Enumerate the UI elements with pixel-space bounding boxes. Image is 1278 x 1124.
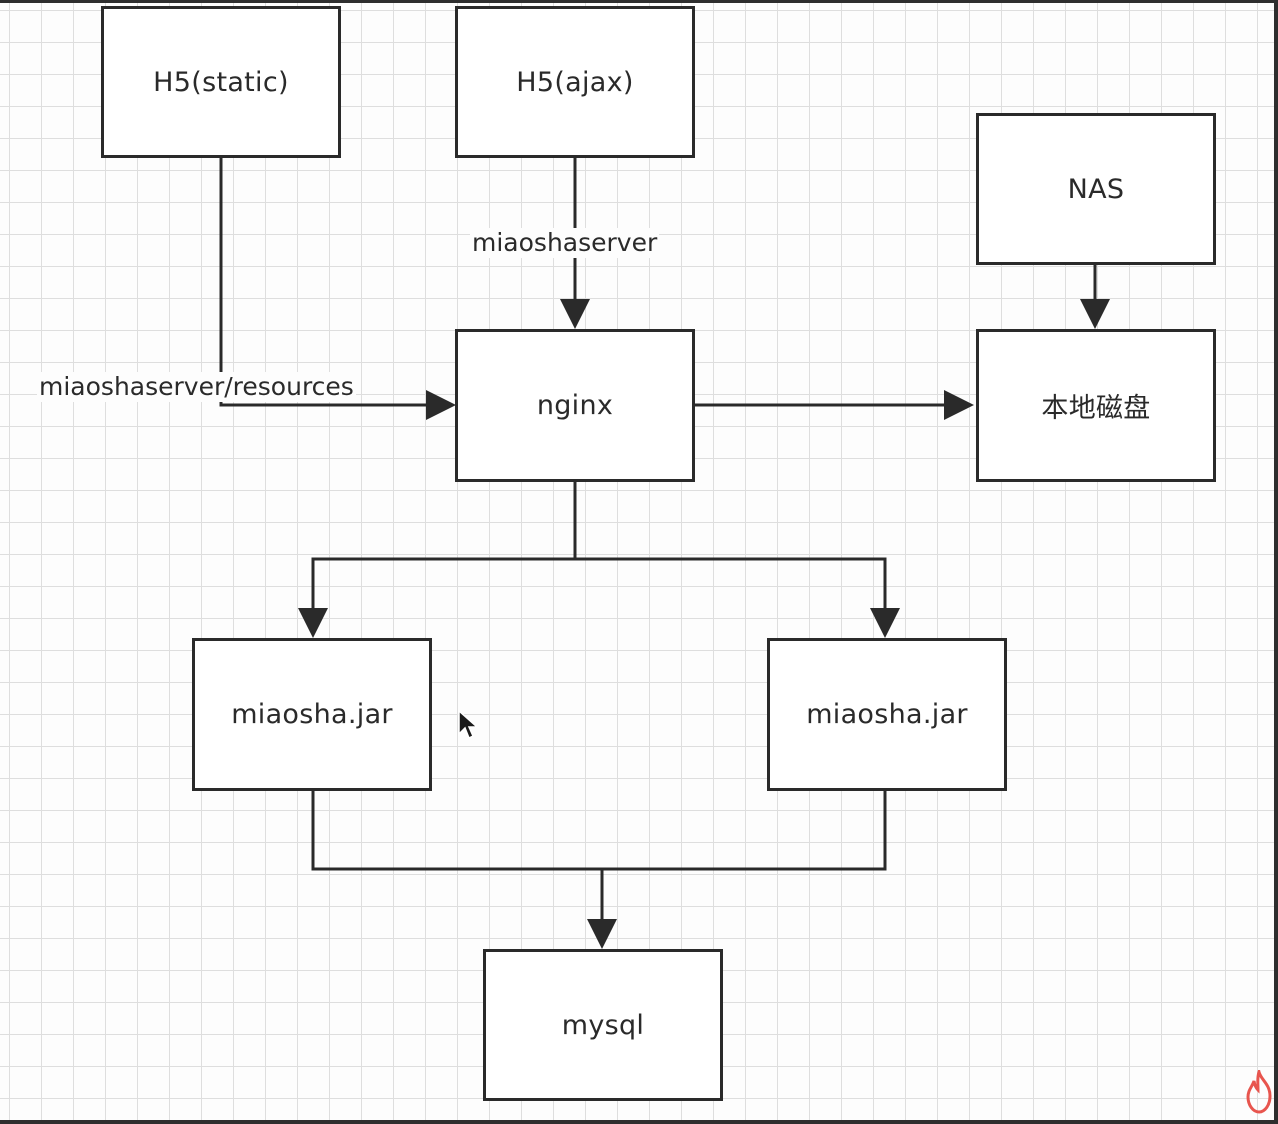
- node-local-disk[interactable]: 本地磁盘: [976, 329, 1216, 482]
- node-nas[interactable]: NAS: [976, 113, 1216, 265]
- bottom-border: [0, 1120, 1278, 1124]
- edge-static-to-nginx: [219, 157, 456, 420]
- edge-jar-left-to-merge: [311, 790, 602, 871]
- top-border: [0, 0, 1278, 3]
- node-local-disk-label: 本地磁盘: [1041, 393, 1151, 424]
- edge-nginx-to-jar-left: [298, 557, 575, 638]
- edge-nginx-to-jar-right: [575, 557, 900, 638]
- right-border: [1274, 0, 1278, 1124]
- edge-jar-right-to-merge: [602, 790, 887, 871]
- node-nginx-label: nginx: [536, 390, 614, 421]
- node-jar-left-label: miaosha.jar: [231, 699, 393, 730]
- node-mysql-label: mysql: [561, 1009, 645, 1041]
- edge-label-ajax: miaoshaserver: [470, 228, 660, 258]
- node-mysql[interactable]: mysql: [483, 949, 723, 1101]
- mouse-pointer-icon: [458, 710, 479, 740]
- node-h5-static[interactable]: H5(static): [101, 6, 341, 158]
- flame-logo-icon: [1246, 1070, 1272, 1114]
- node-jar-left[interactable]: miaosha.jar: [192, 638, 432, 791]
- node-h5-static-label: H5(static): [153, 66, 289, 98]
- node-jar-right[interactable]: miaosha.jar: [767, 638, 1007, 791]
- node-jar-right-label: miaosha.jar: [806, 699, 968, 730]
- node-h5-ajax[interactable]: H5(ajax): [455, 6, 695, 158]
- node-nginx[interactable]: nginx: [455, 329, 695, 482]
- node-nas-label: NAS: [1067, 173, 1125, 205]
- node-h5-ajax-label: H5(ajax): [516, 66, 634, 98]
- edge-label-static: miaoshaserver/resources: [37, 372, 356, 402]
